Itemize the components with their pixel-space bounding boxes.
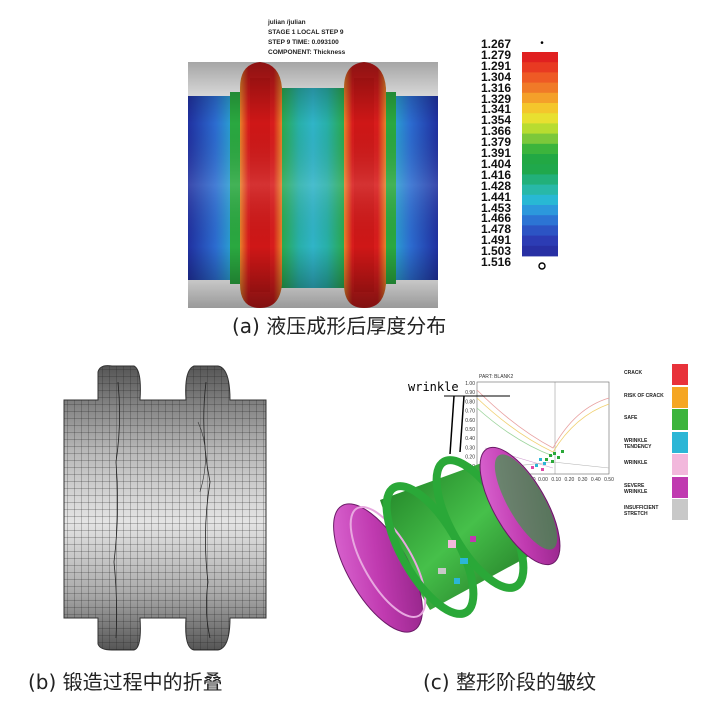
- header-line: julian /julian: [268, 19, 306, 26]
- scale-swatch: [522, 164, 558, 175]
- y-tick-label: 0.20: [465, 455, 475, 461]
- caption-b: (b) 锻造过程中的折叠: [28, 670, 223, 694]
- scale-swatch: [522, 235, 558, 247]
- scale-swatch: [522, 205, 558, 216]
- svg-text:•: •: [540, 40, 544, 49]
- y-tick-label: 0.50: [465, 427, 475, 433]
- scale-value: 1.404: [481, 156, 512, 171]
- scale-swatch: [522, 123, 558, 134]
- scale-swatch: [522, 92, 558, 104]
- wrinkle-pointer: [444, 395, 510, 455]
- scale-value: 1.329: [481, 91, 512, 106]
- scale-swatch: [522, 154, 558, 165]
- scale-value: 1.416: [481, 167, 512, 182]
- scale-value: 1.478: [481, 222, 512, 237]
- scale-value: 1.516: [481, 255, 512, 269]
- x-tick-label: 0.20: [565, 477, 575, 483]
- scale-swatch: [522, 82, 558, 94]
- y-tick-label: 1.00: [465, 381, 475, 387]
- y-tick-label: 0.90: [465, 390, 475, 396]
- scale-swatch: [522, 194, 558, 206]
- header-line: STEP 9 TIME: 0.093100: [268, 39, 339, 46]
- legend-label: INSUFFICIENT STRETCH: [624, 505, 659, 517]
- legend-label: WRINKLE TENDENCY: [624, 437, 652, 450]
- scale-value: 1.466: [481, 211, 512, 226]
- y-tick-label: 0.40: [465, 436, 475, 442]
- scale-swatch: [522, 62, 558, 73]
- scale-swatch: [522, 184, 558, 196]
- x-tick-label: 0.00: [538, 477, 548, 483]
- scale-swatch: [522, 52, 558, 63]
- x-tick-label: 0.40: [591, 477, 601, 483]
- scale-value: 1.391: [481, 146, 512, 160]
- legend-swatch: [672, 499, 688, 520]
- legend-swatch: [672, 431, 688, 453]
- legend-swatch: [672, 409, 688, 430]
- legend-swatch: [672, 386, 688, 408]
- scale-swatch: [522, 113, 558, 124]
- scale-swatch: [522, 143, 558, 155]
- legend-swatch: [672, 476, 688, 498]
- scale-value: 1.279: [481, 47, 512, 62]
- y-tick-label: 0.60: [465, 418, 475, 424]
- scale-value: 1.491: [481, 233, 512, 248]
- thickness-color-scale: •: [522, 40, 558, 270]
- forging-mesh-model: [63, 365, 267, 651]
- y-tick-label: 0.30: [465, 445, 475, 451]
- scale-swatch: [522, 225, 558, 236]
- scale-value: 1.304: [481, 69, 512, 84]
- simulation-header: julian /julian STAGE 1 LOCAL STEP 9 STEP…: [268, 18, 345, 58]
- scale-swatch: [522, 133, 558, 145]
- thickness-contour-tube: [188, 62, 438, 308]
- x-tick-label: 0.50: [604, 477, 614, 483]
- scale-value: 1.453: [481, 200, 512, 215]
- legend-label: SAFE: [624, 415, 638, 421]
- legend-swatch: [672, 364, 688, 385]
- shaping-stage-tube: [333, 446, 561, 633]
- legend-swatch: [672, 454, 688, 475]
- scale-swatch: [522, 103, 558, 114]
- y-tick-label: 0.80: [465, 399, 475, 405]
- legend-label: SEVERE WRINKLE: [624, 482, 648, 495]
- scale-value: 1.291: [481, 58, 512, 73]
- scale-value: 1.341: [481, 102, 512, 117]
- scale-value: 1.441: [481, 189, 512, 204]
- legend-label: WRINKLE: [624, 460, 648, 466]
- caption-c: (c) 整形阶段的皱纹: [423, 670, 596, 694]
- scale-swatch: [522, 245, 558, 257]
- wrinkle-label: wrinkle: [408, 380, 459, 394]
- scale-value: 1.503: [481, 244, 512, 259]
- scale-value: 1.366: [481, 124, 512, 139]
- legend-label: CRACK: [624, 370, 643, 376]
- legend-label: RISK OF CRACK: [624, 392, 664, 399]
- scale-value: 1.379: [481, 135, 512, 150]
- caption-a: (a) 液压成形后厚度分布: [232, 314, 447, 338]
- chart-part-label: PART: BLANK2: [479, 374, 513, 380]
- scale-value: 1.316: [481, 80, 512, 95]
- y-tick-label: 0.70: [465, 409, 475, 415]
- scale-value: 1.267: [481, 37, 512, 51]
- scale-value: 1.428: [481, 178, 512, 193]
- scale-swatch: [522, 174, 558, 185]
- scale-value: 1.354: [481, 113, 512, 128]
- header-line: COMPONENT: Thickness: [268, 49, 346, 56]
- scale-swatch: [522, 215, 558, 226]
- header-line: STAGE 1 LOCAL STEP 9: [268, 29, 344, 36]
- x-tick-label: 0.30: [578, 477, 588, 483]
- scale-swatch: [522, 72, 558, 83]
- x-tick-label: 0.10: [551, 477, 561, 483]
